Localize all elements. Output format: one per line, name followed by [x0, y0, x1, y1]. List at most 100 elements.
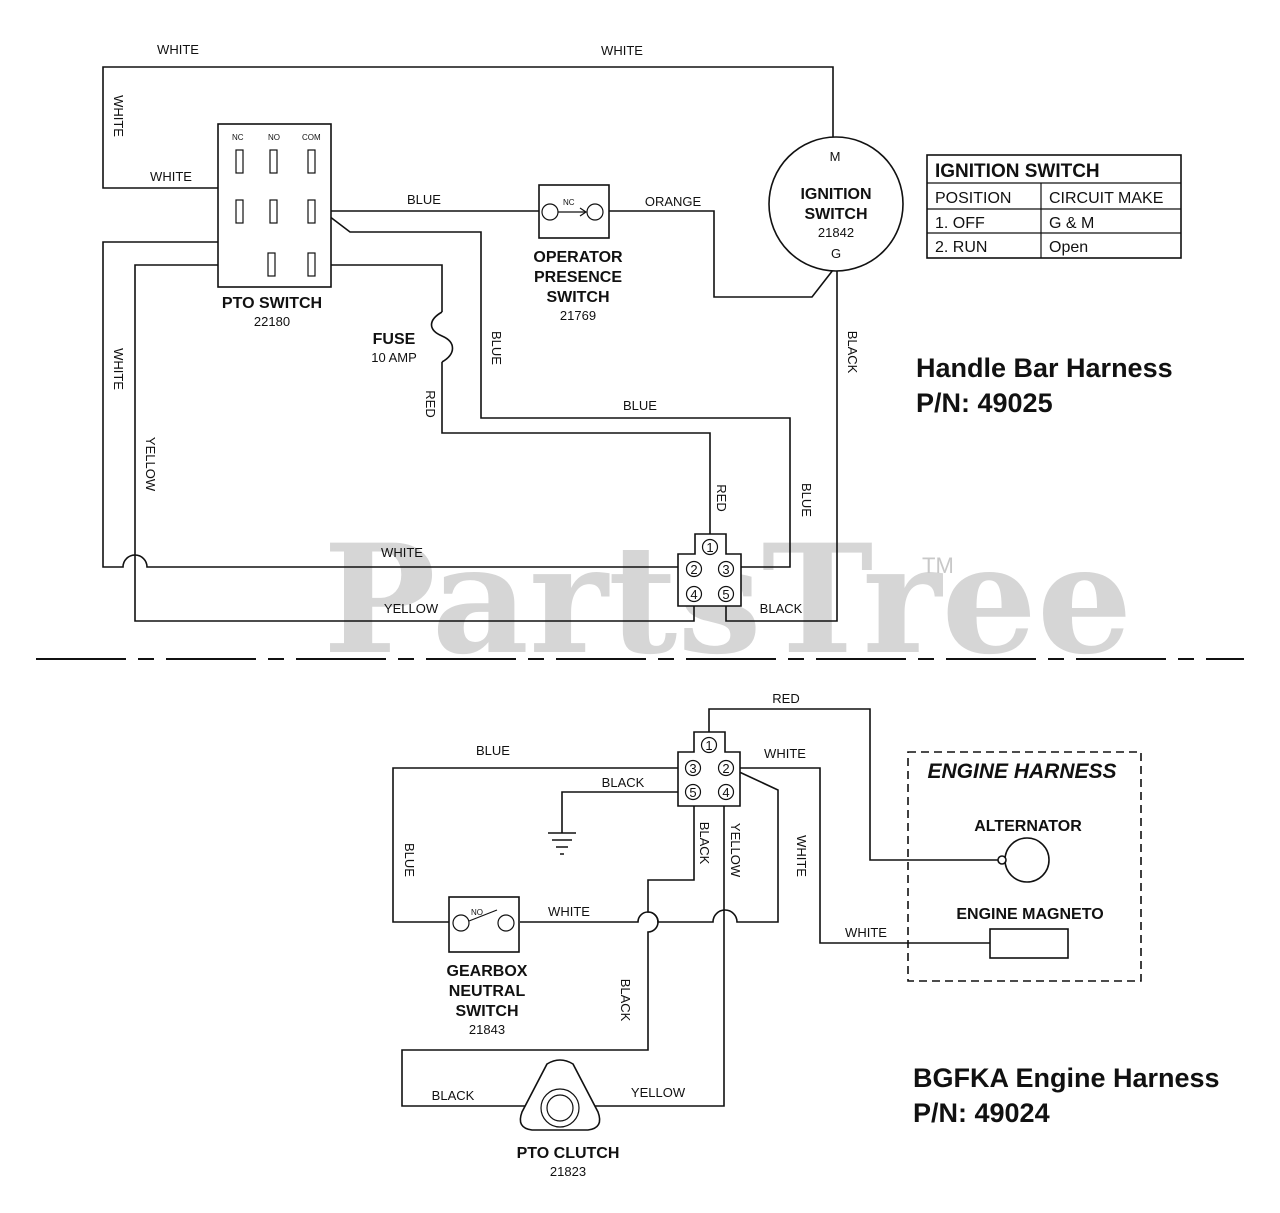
label-blue-right-vertical: BLUE: [799, 483, 814, 517]
table-cell: Open: [1049, 239, 1088, 256]
fuse-name: FUSE: [373, 331, 416, 348]
label-white-lower-vertical: WHITE: [111, 348, 126, 390]
ignition-switch-table: IGNITION SWITCH POSITION CIRCUIT MAKE 1.…: [926, 154, 1182, 259]
table-cell: 2. RUN: [935, 239, 987, 256]
alternator: [1004, 837, 1050, 883]
table-cell: G & M: [1049, 215, 1094, 232]
ignition-m-label: M: [830, 149, 841, 164]
label-white-bottom: WHITE: [381, 545, 423, 560]
label-blue-pto-ops: BLUE: [407, 192, 441, 207]
label-red-vertical-connector: RED: [714, 484, 729, 511]
label-yellow-clutch: YELLOW: [631, 1085, 686, 1100]
label-blue-vertical-center: BLUE: [489, 331, 504, 365]
magneto-label: ENGINE MAGNETO: [956, 906, 1103, 923]
pto-no-label: NO: [268, 133, 280, 142]
pto-com-label: COM: [302, 133, 321, 142]
ignition-switch: M IGNITION SWITCH 21842 G: [768, 136, 904, 272]
wire-yellow-pin4-to-clutch: [592, 806, 725, 1107]
label-white-left-vertical: WHITE: [111, 95, 126, 137]
wire-blue-connector-to-gearbox: [392, 767, 680, 923]
ground-symbol: [548, 832, 576, 855]
wire-black-ground: [561, 791, 682, 833]
lower-title-line2: P/N: 49024: [913, 1098, 1050, 1128]
label-yellow-vertical: YELLOW: [143, 437, 158, 492]
engine-magneto: [989, 928, 1069, 959]
lower-pin-1: 1: [705, 738, 712, 753]
handle-bar-harness: NC NO COM PTO SWITCH 22180 FUSE 10 AMP N…: [102, 42, 1173, 622]
pto-switch-name: PTO SWITCH: [222, 295, 322, 312]
gearbox-line3: SWITCH: [455, 1003, 518, 1020]
watermark-tm: TM: [922, 553, 954, 578]
label-black-vertical-pin5: BLACK: [697, 822, 712, 865]
label-black-bottom: BLACK: [760, 601, 803, 616]
ops-part: 21769: [560, 308, 596, 323]
upper-title-line2: P/N: 49025: [916, 388, 1053, 418]
label-blue-horizontal: BLUE: [623, 398, 657, 413]
label-black-mid-vertical: BLACK: [618, 979, 633, 1022]
upper-title-line1: Handle Bar Harness: [916, 353, 1173, 383]
wire-black-ignition-to-connector: [725, 270, 838, 622]
lower-connector: 1 2 3 4 5: [677, 731, 741, 807]
wire-red-pto-fuse: [315, 264, 443, 312]
upper-connector: 1 2 3 4 5: [677, 533, 742, 607]
label-white-magneto: WHITE: [845, 925, 887, 940]
wire-white-pto-to-connector: [102, 211, 680, 568]
upper-pin-4: 4: [690, 587, 697, 602]
gearbox-no-label: NO: [471, 908, 483, 917]
lower-title-line1: BGFKA Engine Harness: [913, 1063, 1220, 1093]
label-white-top-left: WHITE: [157, 42, 199, 57]
lower-pin-5: 5: [689, 785, 696, 800]
upper-pin-2: 2: [690, 562, 697, 577]
label-white-top: WHITE: [764, 746, 806, 761]
lower-pin-3: 3: [689, 761, 696, 776]
gearbox-part: 21843: [469, 1022, 505, 1037]
wire-orange-ops-to-ignition: [609, 210, 834, 298]
pto-clutch-part: 21823: [550, 1164, 586, 1179]
alternator-label: ALTERNATOR: [974, 818, 1082, 835]
wire-yellow-pto-to-connector: [134, 264, 695, 622]
ops-line3: SWITCH: [546, 289, 609, 306]
wire-red-fuse-to-connector: [441, 362, 711, 539]
wire-black-pin5-down: [401, 806, 695, 1107]
label-yellow-vertical: YELLOW: [728, 823, 743, 878]
operator-presence-switch: NC: [538, 184, 610, 239]
gearbox-line1: GEARBOX: [447, 963, 528, 980]
table-header-position: POSITION: [935, 190, 1011, 207]
upper-pin-5: 5: [722, 587, 729, 602]
table-header-circuit: CIRCUIT MAKE: [1049, 190, 1163, 207]
ignition-g-label: G: [831, 246, 841, 261]
wire-white-connector-to-magneto: [738, 767, 990, 944]
label-blue-vertical: BLUE: [402, 843, 417, 877]
label-white-top-right: WHITE: [601, 43, 643, 58]
upper-pin-1: 1: [706, 540, 713, 555]
wire-white-connector-to-gearbox: [520, 769, 779, 923]
ignition-line2: SWITCH: [804, 206, 867, 223]
label-black-clutch: BLACK: [432, 1088, 475, 1103]
lower-pin-2: 2: [722, 761, 729, 776]
wire-white-top-loop: [102, 66, 834, 189]
wire-red-connector-to-alternator: [708, 708, 998, 861]
ignition-line1: IGNITION: [800, 186, 871, 203]
pto-nc-label: NC: [232, 133, 244, 142]
ops-line2: PRESENCE: [534, 269, 622, 286]
pto-switch: NC NO COM: [217, 123, 332, 288]
ops-line1: OPERATOR: [533, 249, 623, 266]
label-black-ground: BLACK: [602, 775, 645, 790]
label-black-vertical: BLACK: [845, 331, 860, 374]
pto-clutch: [519, 1059, 601, 1131]
bgfka-engine-harness: 1 2 3 4 5 NO GEARBOX NEUTRAL SWITCH 2184…: [392, 691, 1220, 1179]
gearbox-neutral-switch: NO: [448, 896, 520, 953]
lower-pin-4: 4: [722, 785, 729, 800]
label-white-gearbox: WHITE: [548, 904, 590, 919]
engine-harness-box: ENGINE HARNESS ALTERNATOR ENGINE MAGNETO: [907, 751, 1142, 982]
label-red-top: RED: [772, 691, 799, 706]
upper-pin-3: 3: [722, 562, 729, 577]
pto-clutch-name: PTO CLUTCH: [517, 1145, 620, 1162]
pto-switch-part: 22180: [254, 314, 290, 329]
fuse-rating: 10 AMP: [371, 350, 417, 365]
fuse-element: [430, 311, 454, 363]
label-white-vertical: WHITE: [794, 835, 809, 877]
label-red-vertical-fuse: RED: [423, 390, 438, 417]
label-yellow-bottom: YELLOW: [384, 601, 439, 616]
